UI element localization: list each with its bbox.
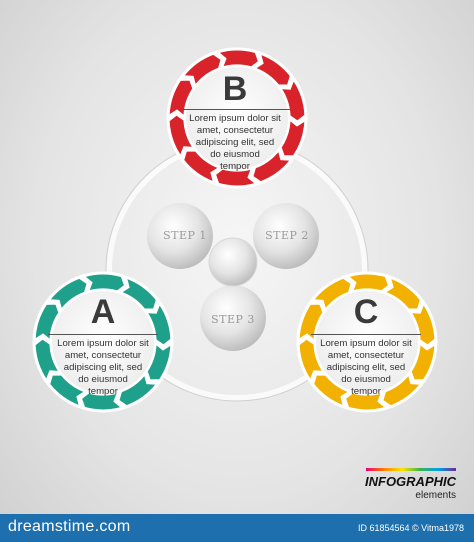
circle-c-ring <box>296 271 438 413</box>
arrow-segment-icon <box>146 342 172 381</box>
arrow-segment-icon <box>410 342 436 381</box>
ring-inner-disc <box>52 291 154 393</box>
circle-c-text: Lorem ipsum dolor sit amet, consectetur … <box>301 338 431 398</box>
arrow-segment-icon <box>214 168 257 187</box>
circle-c-divider <box>311 334 421 335</box>
arrow-segment-icon <box>217 49 260 68</box>
ring-inner-disc <box>186 67 288 169</box>
brand-subtitle: elements <box>415 490 456 501</box>
arrow-segment-icon <box>384 277 422 310</box>
circle-a-line: tempor <box>88 386 118 397</box>
circle-a-divider <box>48 334 158 335</box>
arrow-segment-icon <box>34 338 61 382</box>
circle-b-ring <box>166 47 308 189</box>
arrow-segment-icon <box>279 78 306 122</box>
circle-b-line: Lorem ipsum dolor sit <box>189 113 281 124</box>
circle-c-line: adipiscing elit, sed <box>326 362 406 373</box>
arrow-segment-icon <box>312 277 352 311</box>
circle-b-line: tempor <box>220 161 250 172</box>
arrow-segment-icon <box>347 273 390 292</box>
arrow-segment-icon <box>168 79 194 118</box>
circle-c-line: tempor <box>351 386 381 397</box>
circle-b-line: adipiscing elit, sed <box>195 137 275 148</box>
step-2-label: STEP 2 <box>265 229 309 242</box>
arrow-segment-icon <box>145 302 172 346</box>
footer-logo[interactable]: dreamstime.com <box>8 518 131 535</box>
brand-title: INFOGRAPHIC <box>365 474 456 489</box>
circle-b-text: Lorem ipsum dolor sit amet, consectetur … <box>170 113 300 173</box>
circle-b-line: do eiusmod <box>210 149 260 160</box>
arrow-segment-icon <box>48 277 88 311</box>
circle-a-ring <box>32 271 174 413</box>
arrow-segment-icon <box>280 118 306 157</box>
arrow-segment-icon <box>298 303 324 342</box>
arrow-segment-icon <box>298 338 325 382</box>
circle-a-line: Lorem ipsum dolor sit <box>57 338 149 349</box>
arrow-segment-icon <box>80 392 123 411</box>
footer-image-id: ID 61854564 © Vitma1978 <box>357 523 464 533</box>
arrow-segment-icon <box>344 392 387 411</box>
arrow-segment-icon <box>34 303 60 342</box>
arrow-segment-icon <box>48 374 86 407</box>
center-sphere <box>208 237 258 287</box>
circle-b-divider <box>180 109 290 110</box>
arrow-segment-icon <box>409 302 436 346</box>
step-2-sphere <box>253 203 319 269</box>
circle-c-letter: C <box>353 293 379 331</box>
circle-a-text: Lorem ipsum dolor sit amet, consectetur … <box>38 338 168 398</box>
step-3-sphere <box>200 285 266 351</box>
circle-a-line: do eiusmod <box>78 374 128 385</box>
circle-b-line: amet, consectetur <box>196 125 274 136</box>
step-1-sphere <box>147 203 213 269</box>
arrow-segment-icon <box>182 150 220 183</box>
ring-inner-disc <box>316 291 418 393</box>
circle-c-line: amet, consectetur <box>327 350 405 361</box>
circle-b-letter: B <box>222 70 248 108</box>
circle-a-letter: A <box>90 293 116 331</box>
circle-c-line: do eiusmod <box>341 374 391 385</box>
step-3-label: STEP 3 <box>211 313 255 326</box>
circle-c-line: Lorem ipsum dolor sit <box>320 338 412 349</box>
circle-a-line: amet, consectetur <box>64 350 142 361</box>
arrow-segment-icon <box>252 149 292 183</box>
arrow-segment-icon <box>168 114 195 158</box>
circle-a-line: adipiscing elit, sed <box>63 362 143 373</box>
brand-block: INFOGRAPHIC elements <box>365 468 456 501</box>
arrow-segment-icon <box>312 374 350 407</box>
arrow-segment-icon <box>120 277 158 310</box>
arrow-segment-icon <box>254 53 292 86</box>
step-1-label: STEP 1 <box>163 229 207 242</box>
arrow-segment-icon <box>182 53 222 87</box>
footer-bar: dreamstime.com ID 61854564 © Vitma1978 <box>0 514 474 542</box>
arrow-segment-icon <box>118 373 158 407</box>
step-spheres <box>147 203 319 351</box>
arrow-segment-icon <box>382 373 422 407</box>
arrow-segment-icon <box>83 273 126 292</box>
brand-color-bar <box>366 468 456 471</box>
